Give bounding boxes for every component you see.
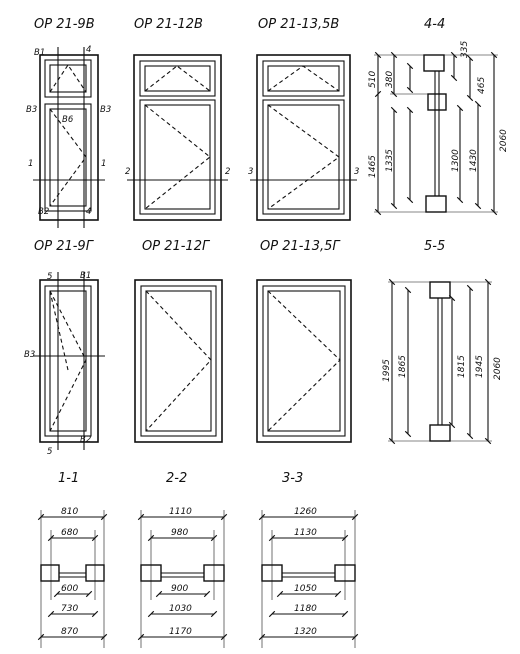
- title-window-4: ОР 21-9Г: [34, 239, 95, 254]
- title-window-1: ОР 21-9В: [34, 17, 95, 32]
- tag-n4-bottom: 4: [86, 207, 91, 217]
- tag-n3-left: 3: [248, 167, 253, 177]
- dim-1050: 1050: [294, 584, 317, 594]
- title-section-1-1: 1-1: [58, 471, 79, 486]
- section-2-2: [137, 510, 228, 648]
- dim-1995: 1995: [382, 359, 392, 382]
- dim-1320: 1320: [294, 627, 317, 637]
- tag-b3-right: В3: [100, 105, 111, 115]
- dim-680: 680: [61, 528, 78, 538]
- dim-1300: 1300: [451, 149, 461, 172]
- tag-n1-left: 1: [28, 159, 33, 169]
- dim-900: 900: [171, 584, 188, 594]
- window-or-21-13-5g: [256, 279, 352, 443]
- title-window-3: ОР 21-13,5В: [258, 17, 339, 32]
- dim-2060-top: 2060: [499, 129, 509, 152]
- window-or-21-13-5v: [250, 54, 357, 221]
- dim-1260: 1260: [294, 507, 317, 517]
- tag-n3-right: 3: [354, 167, 359, 177]
- section-3-3: [258, 510, 359, 648]
- dim-380: 380: [385, 71, 395, 88]
- tag-n5-top: 5: [47, 272, 52, 282]
- title-window-2: ОР 21-12В: [134, 17, 203, 32]
- window-or-21-9g: [33, 272, 105, 450]
- tag-n5-bottom: 5: [47, 447, 52, 457]
- title-section-3-3: 3-3: [282, 471, 303, 486]
- dim-1110: 1110: [169, 507, 192, 517]
- dim-810: 810: [61, 507, 78, 517]
- dim-465: 465: [477, 77, 487, 94]
- tag-b2-bottom: В2: [80, 435, 91, 445]
- dim-730: 730: [61, 604, 78, 614]
- dim-1170: 1170: [169, 627, 192, 637]
- dim-600: 600: [61, 584, 78, 594]
- title-section-4-4: 4-4: [424, 17, 445, 32]
- title-section-5-5: 5-5: [424, 239, 445, 254]
- tag-b6: В6: [62, 115, 74, 125]
- title-section-2-2: 2-2: [166, 471, 187, 486]
- title-window-6: ОР 21-13,5Г: [260, 239, 341, 254]
- dim-1335: 1335: [385, 149, 395, 172]
- dim-1865: 1865: [398, 355, 408, 378]
- dim-335: 335: [460, 41, 470, 58]
- tag-b3-side: В3: [24, 350, 35, 360]
- window-or-21-12g: [134, 279, 223, 443]
- tag-b3-left: В3: [26, 105, 37, 115]
- dim-1430: 1430: [469, 149, 479, 172]
- tag-b1: В1: [34, 48, 45, 58]
- dim-980: 980: [171, 528, 188, 538]
- dim-1030: 1030: [169, 604, 192, 614]
- tag-n2-left: 2: [125, 167, 130, 177]
- section-1-1: [37, 510, 108, 648]
- dim-510: 510: [368, 71, 378, 88]
- tag-b2: В2: [38, 207, 49, 217]
- dim-870: 870: [61, 627, 78, 637]
- section-5-5: [388, 278, 492, 445]
- dim-2060-bottom: 2060: [493, 357, 503, 380]
- tag-n2-right: 2: [225, 167, 230, 177]
- title-window-5: ОР 21-12Г: [142, 239, 211, 254]
- tag-n1-right: 1: [101, 159, 106, 169]
- section-4-4: [374, 51, 498, 216]
- window-or-21-12v: [127, 54, 228, 221]
- tag-b1-top: В1: [80, 271, 91, 281]
- dim-1180: 1180: [294, 604, 317, 614]
- dim-1130: 1130: [294, 528, 317, 538]
- dim-1465: 1465: [368, 155, 378, 178]
- tag-n4-top: 4: [86, 45, 91, 55]
- dim-1815: 1815: [457, 355, 467, 378]
- window-or-21-9v: [33, 47, 105, 228]
- dim-1945: 1945: [475, 355, 485, 378]
